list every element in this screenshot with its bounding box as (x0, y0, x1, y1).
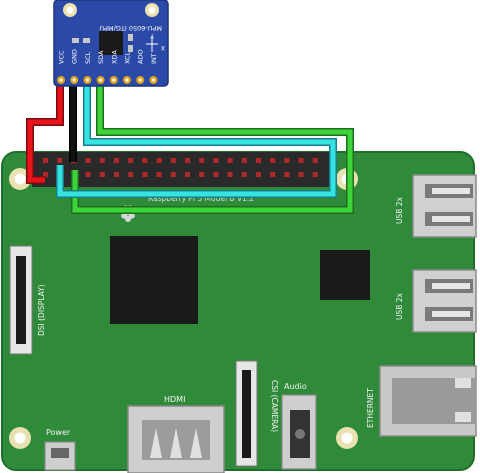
mpu-chip (99, 31, 123, 55)
sensor-pin-xcl: XCL (123, 51, 132, 84)
gpio-pin (199, 172, 205, 177)
axis-icon: Y X (146, 32, 165, 52)
gpio-pin (241, 172, 247, 177)
gpio-pin (43, 158, 48, 163)
gpio-pin (284, 172, 290, 177)
power-port: Power (44, 428, 76, 471)
gpio-pin (284, 158, 290, 163)
sensor-pin-label: SDA (97, 50, 105, 64)
gpio-pin (270, 172, 276, 177)
sda-wire (72, 78, 353, 213)
csi-label: CSI (CAMERA) (270, 380, 279, 432)
gpio-pin (142, 158, 148, 163)
gpio-pin (170, 158, 176, 163)
gpio-pin (270, 158, 276, 163)
sensor-pin-sda: SDA (96, 50, 105, 84)
usb-port-top: USB 2x (395, 174, 477, 238)
sensor-pin-label: SCL (84, 51, 92, 64)
ethernet-port: ETHERNET (366, 365, 477, 437)
gpio-pin (227, 172, 233, 177)
gpio-pin (85, 158, 91, 163)
csi-connector: CSI (CAMERA) (235, 360, 279, 467)
gpio-pin (156, 158, 162, 163)
gpio-pin (142, 172, 148, 177)
mpu6050-module: MPU-6050 ITG/MPU Y X VCC GND SCL SDA XDA XCL A… (53, 0, 169, 87)
gpio-pin (312, 172, 318, 177)
gpio-pin (128, 158, 134, 163)
lan-usb-chip (320, 250, 370, 300)
sensor-pin-ado: ADO (136, 49, 145, 84)
sensor-pin-int: INT (149, 53, 158, 84)
gpio-pin (199, 158, 205, 163)
sensor-pin-label: GND (71, 49, 79, 64)
board-model-label: Raspberry Pi 3 Model B V1.2 (148, 194, 254, 203)
gpio-pin (170, 172, 176, 177)
gpio-pin (128, 172, 134, 177)
gpio-pin (156, 172, 162, 177)
usb-bottom-label: USB 2x (395, 292, 404, 320)
sensor-pin-label: XCL (124, 51, 132, 64)
raspberry-pi-board: Raspberry Pi 3 Model B V1.2 © Raspberry … (1, 151, 477, 473)
sensor-pin-xda: XDA (109, 50, 118, 84)
sensor-name-label: MPU-6050 ITG/MPU (99, 24, 162, 32)
usb-port-bottom: USB 2x (395, 269, 477, 333)
usb-top-label: USB 2x (395, 196, 404, 224)
gpio-pin (227, 158, 233, 163)
sensor-pin-label: VCC (58, 50, 66, 64)
audio-label: Audio (284, 382, 307, 391)
axis-y-label: Y (150, 32, 155, 39)
gpio-header (32, 152, 337, 187)
gpio-pin (256, 158, 261, 163)
power-label: Power (46, 428, 71, 437)
gpio-pin (185, 158, 190, 163)
sensor-pins: VCC GND SCL SDA XDA XCL ADO INT (57, 49, 158, 84)
sensor-pin-label: XDA (110, 50, 118, 64)
vcc-wire (27, 78, 63, 183)
sensor-pin-vcc: VCC (57, 50, 66, 84)
gpio-pin (298, 172, 304, 177)
sensor-pin-label: INT (150, 53, 158, 64)
axis-x-label: X (161, 44, 165, 51)
sensor-pin-label: ADO (137, 49, 145, 64)
dsi-connector: DSI (DISPLAY) (9, 245, 46, 355)
sensor-pin-scl: SCL (83, 51, 92, 84)
gpio-pin (213, 172, 219, 177)
gpio-pin (57, 158, 63, 163)
gpio-pin (114, 158, 119, 163)
soc-chip (110, 236, 198, 324)
gpio-pin (185, 172, 190, 177)
sensor-pin-gnd: GND (70, 49, 79, 84)
ethernet-label: ETHERNET (366, 388, 375, 428)
gpio-pin (99, 172, 105, 177)
wires (26, 78, 354, 214)
scl-wire (57, 78, 336, 197)
gpio-pin (256, 172, 261, 177)
gpio-pin (85, 172, 91, 177)
hdmi-port: HDMI (127, 395, 225, 473)
sensor-mounting-hole (148, 6, 156, 14)
gpio-pin (114, 172, 119, 177)
sensor-mounting-hole (66, 6, 74, 14)
gpio-pin (99, 158, 105, 163)
gpio-pin (43, 172, 48, 177)
gpio-pin (312, 158, 318, 163)
gpio-pin (298, 158, 304, 163)
audio-jack: Audio (281, 382, 317, 470)
hdmi-label: HDMI (164, 395, 185, 404)
dsi-label: DSI (DISPLAY) (37, 284, 46, 336)
gpio-pin (213, 158, 219, 163)
mounting-holes (9, 168, 358, 449)
gpio-pin (241, 158, 247, 163)
